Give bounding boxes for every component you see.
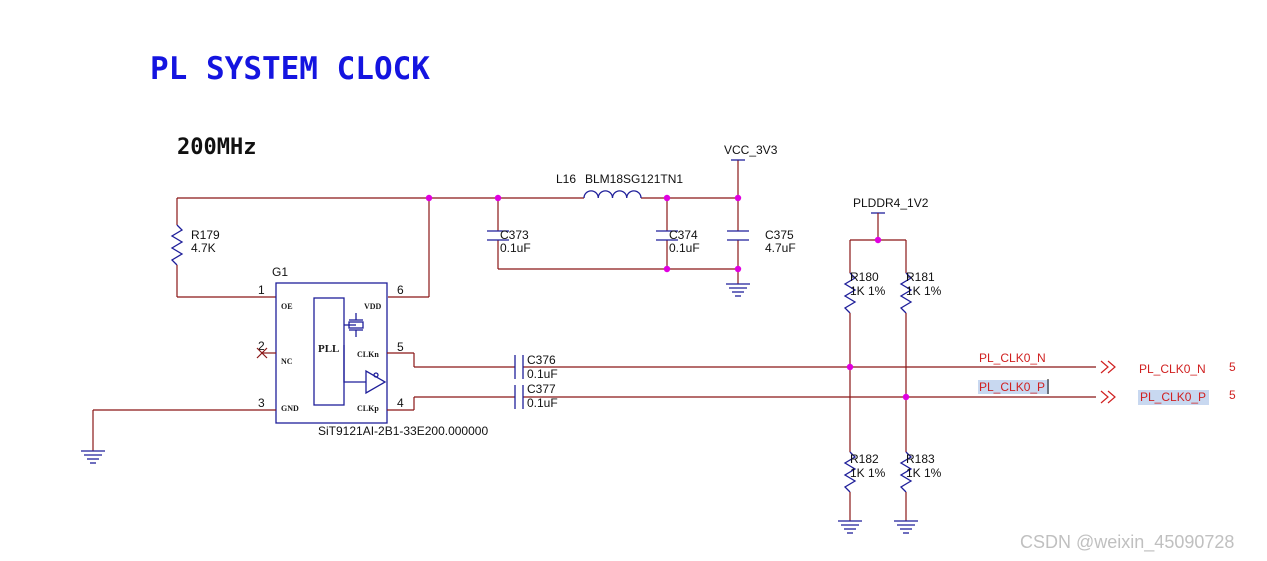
pin-name-nc: NC: [281, 357, 293, 366]
c373-ref: C373: [500, 228, 529, 242]
resistor-r180: [843, 272, 857, 452]
pin-number-2: 2: [258, 339, 265, 353]
r181-value: 1K 1%: [906, 284, 942, 298]
capacitor-c373: [487, 230, 509, 241]
crystal-symbol: [344, 313, 364, 337]
pin-name-clkp: CLKp: [357, 404, 379, 413]
g1-part-number: SiT9121AI-2B1-33E200.000000: [318, 424, 488, 438]
pin-number-5: 5: [397, 340, 404, 354]
c375-value: 4.7uF: [765, 241, 796, 255]
c377-value: 0.1uF: [527, 396, 558, 410]
pin-name-oe: OE: [281, 302, 293, 311]
g1-ref: G1: [272, 265, 288, 279]
pin-number-6: 6: [397, 283, 404, 297]
l16-value: BLM18SG121TN1: [585, 172, 683, 186]
offpage-connector-p: [1100, 390, 1116, 404]
net-label-clk-n: PL_CLK0_N: [979, 351, 1046, 365]
c374-ref: C374: [669, 228, 698, 242]
c375-ref: C375: [765, 228, 794, 242]
capacitor-c375: [727, 230, 749, 241]
port-label-clk-p-highlight: [1138, 390, 1209, 405]
watermark: CSDN @weixin_45090728: [1020, 532, 1234, 553]
resistor-r179: [170, 198, 276, 298]
l16-ref: L16: [556, 172, 576, 186]
c374-value: 0.1uF: [669, 241, 700, 255]
vcc-power-label: VCC_3V3: [724, 143, 778, 157]
output-buffer-symbol: [343, 345, 387, 395]
port-label-clk-p: PL_CLK0_P: [1140, 390, 1206, 404]
pin-number-3: 3: [258, 396, 265, 410]
clk-p-wire: [387, 396, 1096, 411]
schematic-title: PL SYSTEM CLOCK: [150, 51, 430, 87]
pin-number-4: 4: [397, 396, 404, 410]
plddr-power-label: PLDDR4_1V2: [853, 196, 929, 210]
sheet-ref-n: 5: [1229, 360, 1236, 374]
r179-value: 4.7K: [191, 241, 216, 255]
resistor-r182: [838, 451, 862, 534]
c376-ref: C376: [527, 353, 556, 367]
c373-value: 0.1uF: [500, 241, 531, 255]
r183-value: 1K 1%: [906, 466, 942, 480]
r182-ref: R182: [850, 452, 879, 466]
r181-ref: R181: [906, 270, 935, 284]
c376-value: 0.1uF: [527, 367, 558, 381]
vcc-rail-wires: [177, 160, 739, 298]
port-label-clk-n: PL_CLK0_N: [1139, 362, 1206, 376]
capacitor-c377: [514, 385, 524, 409]
r182-value: 1K 1%: [850, 466, 886, 480]
sheet-ref-p: 5: [1229, 388, 1236, 402]
offpage-connector-n: [1100, 360, 1116, 374]
inductor-l16: [583, 190, 642, 199]
pin-name-vdd: VDD: [364, 302, 382, 311]
capacitor-c376: [514, 355, 524, 379]
ground-symbol-c375: [726, 283, 750, 297]
r183-ref: R183: [906, 452, 935, 466]
pin-name-gnd: GND: [281, 404, 299, 413]
junction-dots: [425, 194, 910, 401]
pin-name-clkn: CLKn: [357, 350, 379, 359]
plddr-rail-wires: [849, 212, 907, 273]
net-label-clk-p-highlight: [978, 380, 1049, 394]
r179-ref: R179: [191, 228, 220, 242]
resistor-r183: [894, 451, 918, 534]
r180-value: 1K 1%: [850, 284, 886, 298]
pin-number-1: 1: [258, 283, 265, 297]
gnd-wire-g1: [81, 409, 276, 464]
clk-n-wire: [387, 352, 1096, 368]
frequency-label: 200MHz: [177, 135, 256, 160]
nc-pin-stub: [256, 347, 276, 359]
pll-label: PLL: [318, 343, 339, 355]
net-label-clk-p: PL_CLK0_P: [979, 380, 1045, 394]
capacitor-c374: [656, 230, 678, 241]
c377-ref: C377: [527, 382, 556, 396]
r180-ref: R180: [850, 270, 879, 284]
resistor-r181: [899, 272, 913, 452]
